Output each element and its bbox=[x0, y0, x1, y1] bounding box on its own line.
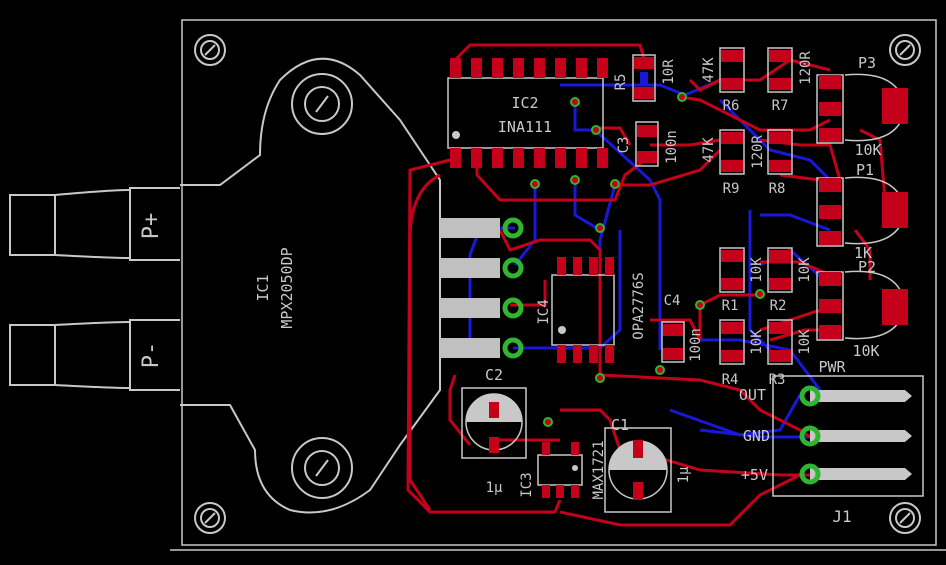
j1-connector bbox=[772, 375, 924, 497]
r3-value: 10K bbox=[797, 329, 813, 355]
ic1-outline bbox=[9, 57, 441, 514]
c4-value: 100n bbox=[688, 328, 704, 362]
r4-name: R4 bbox=[722, 372, 739, 388]
mounting-holes bbox=[194, 34, 921, 534]
c1-name: C1 bbox=[611, 416, 629, 434]
ic2-name: IC2 bbox=[511, 94, 538, 112]
j1-pin-5v: +5V bbox=[741, 466, 768, 484]
j1-pin-out: OUT bbox=[739, 386, 766, 404]
r3-name: R3 bbox=[769, 372, 786, 388]
r5-name: R5 bbox=[613, 74, 629, 91]
vias bbox=[530, 92, 765, 427]
ic4-name: IC4 bbox=[536, 299, 552, 324]
r7-value: 120R bbox=[798, 51, 814, 85]
j1-pin-labels: OUT GND +5V bbox=[739, 386, 770, 484]
r8-value: 120R bbox=[750, 135, 766, 169]
ic2-value: INA111 bbox=[498, 118, 552, 136]
p1-name: P1 bbox=[856, 161, 874, 179]
c3-name: C3 bbox=[616, 137, 632, 154]
r7-name: R7 bbox=[772, 98, 789, 114]
r5-resistor bbox=[632, 54, 656, 102]
c4-name: C4 bbox=[664, 293, 681, 309]
c1-capacitor bbox=[604, 427, 672, 513]
r4-value: 10K bbox=[749, 329, 765, 355]
p2-value: 10K bbox=[852, 342, 879, 360]
resistor-pads-lower bbox=[719, 247, 793, 365]
ground-pour bbox=[408, 173, 441, 511]
through-hole-pads bbox=[502, 217, 821, 485]
c3-capacitor bbox=[635, 121, 659, 167]
r2-value: 10K bbox=[797, 257, 813, 283]
p3-name: P3 bbox=[858, 54, 876, 72]
ic1-value: MPX2050DP bbox=[278, 247, 296, 328]
ic1-pads bbox=[440, 218, 500, 358]
r5-value: 10R bbox=[661, 59, 677, 85]
board-outline bbox=[170, 19, 946, 551]
j1-name: J1 bbox=[832, 507, 851, 526]
r9-value: 47K bbox=[701, 137, 717, 163]
ic4-value: OPA2776S bbox=[631, 272, 647, 339]
ic3-value: MAX1721 bbox=[591, 440, 607, 499]
j1-value: PWR bbox=[818, 358, 846, 376]
ic3-name: IC3 bbox=[519, 472, 535, 497]
c4-capacitor bbox=[661, 321, 685, 363]
r6-value: 47K bbox=[701, 57, 717, 83]
p3-trimmer bbox=[816, 73, 908, 144]
r1-value: 10K bbox=[749, 257, 765, 283]
j1-pin-gnd: GND bbox=[743, 427, 770, 445]
ic1-port-plus: P+ bbox=[139, 213, 164, 240]
r6-name: R6 bbox=[723, 98, 740, 114]
p1-trimmer bbox=[816, 176, 908, 247]
r2-name: R2 bbox=[770, 298, 787, 314]
c3-value: 100n bbox=[664, 130, 680, 164]
p3-value: 10K bbox=[854, 141, 881, 159]
ic4-component bbox=[551, 257, 615, 363]
r8-name: R8 bbox=[769, 181, 786, 197]
ic3-component bbox=[537, 442, 583, 498]
r9-name: R9 bbox=[723, 181, 740, 197]
ic2-component bbox=[447, 58, 608, 168]
p1-value: 1K bbox=[854, 244, 872, 262]
c2-value: 1μ bbox=[486, 480, 503, 496]
resistor-pads-upper bbox=[719, 47, 793, 175]
p2-trimmer bbox=[816, 270, 908, 341]
c1-value: 1μ bbox=[676, 466, 692, 483]
c2-name: C2 bbox=[485, 366, 503, 384]
resistor-labels: 47K R6 120R R7 47K R9 120R R8 10K R1 10K… bbox=[701, 51, 814, 388]
ic1-name: IC1 bbox=[254, 274, 272, 301]
c2-capacitor bbox=[461, 387, 527, 459]
ic1-port-minus: P- bbox=[139, 342, 164, 369]
r1-name: R1 bbox=[722, 298, 739, 314]
p2-name: P2 bbox=[858, 258, 876, 276]
